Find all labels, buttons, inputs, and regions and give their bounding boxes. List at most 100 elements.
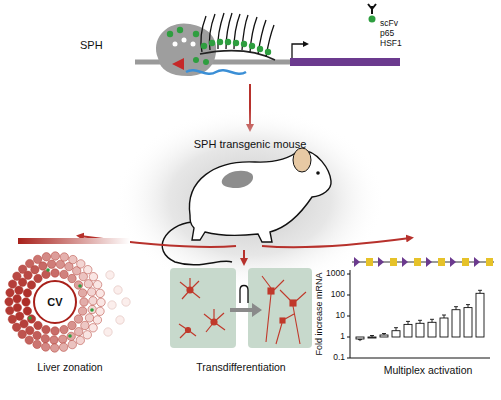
hepatocyte (22, 298, 30, 306)
guide-unit (354, 257, 360, 267)
hepatocyte (68, 340, 76, 348)
error-bar (430, 319, 434, 320)
hepatocyte (76, 336, 84, 344)
hepatocyte (69, 255, 77, 263)
hepatocyte (13, 303, 21, 311)
target-gene (290, 58, 400, 66)
multiplex-chart (347, 257, 494, 358)
hepatocyte (34, 321, 42, 329)
error-bar (382, 333, 386, 334)
hepatocyte (88, 288, 96, 296)
error-bar (442, 315, 446, 316)
hepatocyte (60, 325, 68, 333)
tick-label: 1000 (326, 269, 345, 278)
hepatocyte (23, 307, 31, 315)
bar (368, 337, 376, 338)
spacer-unit (438, 258, 445, 266)
hepatocyte (93, 316, 101, 324)
hepatocyte (84, 280, 92, 288)
error-bar (480, 290, 481, 293)
tick-label: 100 (331, 290, 345, 299)
hepatocyte (13, 272, 21, 280)
zonation-gradient (18, 238, 130, 244)
error-bar (420, 320, 421, 323)
guide-unit (474, 257, 480, 267)
sph-construct (135, 4, 400, 76)
flow-arrow (243, 250, 245, 262)
hepatocyte (116, 316, 124, 324)
hepatocyte (78, 307, 86, 315)
error-bar (394, 327, 398, 328)
flow-arrow (262, 238, 410, 247)
mouse-title: SPH transgenic mouse (194, 138, 307, 150)
axis-tick (347, 295, 350, 296)
hepatocyte (74, 315, 82, 323)
scfv-icon (368, 4, 376, 23)
hepatocyte (93, 281, 101, 289)
domain-name: p65 (380, 29, 394, 38)
panel-title: Transdifferentiation (196, 362, 285, 374)
guide-unit (450, 257, 456, 267)
spacer-unit (366, 258, 373, 266)
hepatocyte (6, 289, 14, 297)
domain-name: scFv (380, 19, 398, 28)
hepatocyte (26, 326, 34, 334)
bar (464, 308, 472, 337)
hepatocyte (25, 336, 33, 344)
activator-dots (167, 27, 271, 65)
node-text: CV (47, 296, 62, 308)
hepatocyte (89, 324, 97, 332)
hepatocyte (19, 265, 27, 273)
liver (222, 171, 253, 188)
hepatocyte (56, 260, 64, 268)
axis-tick (347, 274, 350, 275)
hepatocyte (108, 301, 116, 309)
hepatocyte (20, 320, 28, 328)
hepatocyte (33, 331, 41, 339)
hepatocyte (18, 330, 26, 338)
hepatocyte (96, 289, 104, 297)
construct-name: SPH (80, 39, 103, 51)
hepatocyte (15, 286, 23, 294)
hepatocyte (51, 327, 59, 335)
hepatocyte (13, 295, 21, 303)
hepatocyte (12, 323, 20, 331)
hepatocyte (34, 255, 42, 263)
hepatocyte (83, 331, 91, 339)
hepatocyte (26, 259, 34, 267)
neurons (262, 276, 306, 344)
hepatocyte (80, 298, 88, 306)
error-bar (358, 339, 362, 340)
hepatocyte (8, 280, 16, 288)
error-bar (396, 328, 397, 331)
hepatocyte (59, 335, 67, 343)
hepatocyte (42, 343, 50, 351)
guide-hairpin (240, 286, 248, 304)
error-bar (444, 315, 445, 318)
hepatocyte (27, 315, 35, 323)
glow (115, 108, 385, 292)
hepatocyte (106, 271, 114, 279)
reporter-dot (68, 334, 72, 338)
reporter-dot (90, 308, 94, 312)
axis-tick (347, 358, 350, 359)
hepatocyte (68, 321, 76, 329)
hepatocyte (67, 332, 75, 340)
hepatocyte (89, 273, 97, 281)
hepatocyte (88, 305, 96, 313)
hepatocyte (5, 298, 13, 306)
panel-title: Liver zonation (37, 362, 102, 374)
error-bar (468, 305, 469, 308)
hepatocyte (51, 269, 59, 277)
hepatocyte (41, 335, 49, 343)
hepatocyte (84, 266, 92, 274)
hepatocyte (68, 274, 76, 282)
brain-ear (293, 148, 311, 172)
astrocytes (179, 278, 225, 338)
domain-name: HSF1 (380, 39, 402, 48)
error-bar (432, 319, 433, 322)
axis-tick (347, 316, 350, 317)
error-bar (466, 304, 470, 305)
bar (452, 310, 460, 337)
